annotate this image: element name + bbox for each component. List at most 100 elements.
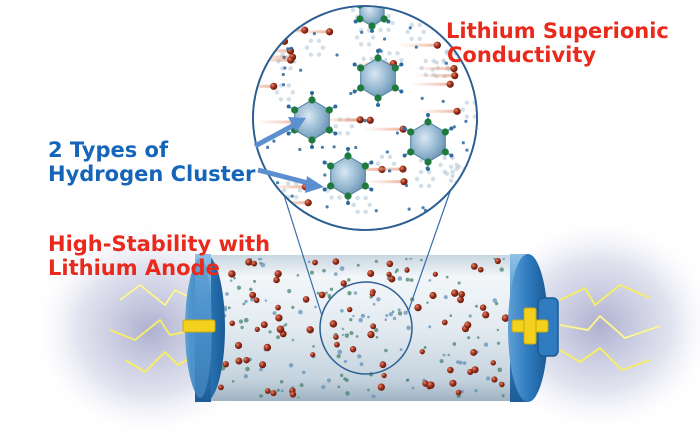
hydrogen-dot	[404, 183, 409, 188]
hydrogen-dot	[332, 145, 336, 149]
hydrogen-dot	[323, 173, 327, 177]
hydrogen-dot	[441, 99, 445, 103]
ion-trail	[253, 58, 291, 62]
electrolyte-dot	[374, 328, 379, 333]
faint-atom	[405, 29, 410, 35]
faint-atom	[288, 66, 293, 71]
lithium-ion	[455, 389, 462, 396]
faint-atom	[464, 114, 470, 119]
lithium-ion	[325, 28, 334, 36]
faint-cluster	[354, 28, 376, 47]
faint-atom	[361, 56, 366, 62]
ion-trail	[410, 82, 451, 86]
lithium-ion	[491, 376, 498, 383]
electrolyte-dot	[333, 272, 338, 276]
faint-atom	[363, 209, 368, 215]
electrolyte-dot	[316, 291, 320, 295]
electrolyte-dot	[445, 275, 449, 279]
electrolyte-dot	[468, 314, 472, 318]
faint-atom	[434, 60, 439, 65]
lithium-ion	[254, 326, 260, 332]
cluster-node	[291, 106, 299, 114]
electrolyte-dot	[496, 341, 501, 345]
electrolyte-dot	[428, 279, 432, 282]
electrolyte-dot	[297, 396, 300, 398]
cluster-node	[424, 158, 432, 166]
faint-atom	[253, 193, 254, 199]
hydrogen-dot	[385, 150, 389, 154]
lithium-ion	[414, 303, 422, 312]
electrolyte-dot	[343, 359, 348, 364]
hydrogen-dot	[289, 46, 293, 50]
faint-atom	[448, 178, 454, 183]
hydrogen-atom	[352, 89, 357, 94]
lithium-ion	[229, 320, 236, 327]
hydrogen-dot	[374, 209, 378, 213]
lithium-ion	[275, 314, 283, 322]
hydrogen-atom	[399, 89, 404, 94]
faint-atom	[438, 162, 443, 168]
hydrogen-dot	[325, 205, 329, 209]
hydrogen-dot	[299, 68, 303, 72]
faint-atom	[417, 22, 422, 28]
lithium-ion	[251, 260, 258, 267]
electrolyte-dot	[283, 324, 286, 327]
electrolyte-dot	[347, 278, 351, 282]
ion-trail	[397, 43, 438, 47]
hydrogen-dot	[259, 50, 264, 54]
hydrogen-atom	[399, 62, 404, 67]
lithium-ion	[273, 276, 280, 284]
electrolyte-dot	[409, 278, 414, 282]
electrolyte-dot	[259, 394, 263, 398]
faint-atom	[426, 183, 432, 189]
faint-atom	[355, 195, 360, 201]
faint-atom	[414, 176, 420, 182]
electrolyte-dot	[339, 266, 345, 271]
lithium-ion	[369, 291, 376, 297]
electrolyte-dot	[259, 367, 263, 372]
cluster-node	[344, 152, 352, 160]
hydrogen-atom	[333, 131, 338, 136]
lithium-ion	[419, 348, 425, 355]
electrolyte-dot	[288, 363, 294, 368]
ion-trail	[320, 118, 361, 122]
electrolyte-dot	[280, 389, 284, 393]
electrolyte-dot	[250, 297, 255, 302]
hydrogen-dot	[414, 45, 418, 49]
lithium-ion	[381, 372, 387, 379]
lithium-ion	[501, 314, 510, 322]
cluster-node	[357, 64, 365, 72]
lithium-ion	[441, 319, 448, 326]
faint-atom	[462, 180, 467, 186]
faint-atom	[354, 35, 360, 40]
lithium-ion	[433, 41, 441, 49]
hydrogen-dot	[382, 37, 387, 41]
cluster-node	[327, 182, 335, 190]
ion-trail	[253, 39, 285, 43]
electrolyte-dot	[375, 336, 379, 339]
hydrogen-dot	[407, 207, 411, 211]
electrolyte-dot	[340, 308, 344, 313]
faint-cluster	[438, 155, 459, 175]
hydrogen-atom	[376, 49, 380, 53]
electrolyte-dot	[496, 328, 500, 332]
lithium-ion	[263, 343, 272, 352]
faint-atom	[274, 90, 280, 95]
lithium-ion	[289, 391, 297, 398]
electrolyte-dot	[358, 317, 363, 323]
faint-cluster	[405, 22, 426, 42]
electrolyte-dot	[337, 385, 341, 389]
clusters-line-2: Hydrogen Cluster	[48, 162, 256, 186]
ion-trail	[413, 67, 454, 71]
faint-cluster	[351, 195, 372, 215]
superionic-line-2: Conductivity	[447, 43, 597, 67]
electrolyte-dot	[499, 267, 504, 272]
electrolyte-dot	[233, 276, 236, 280]
cluster-node	[391, 84, 399, 92]
electrolyte-dot	[229, 279, 233, 282]
cluster-node	[308, 136, 316, 144]
faint-atom	[378, 27, 383, 33]
electrolyte-dot	[458, 360, 463, 365]
electrolyte-dot	[352, 314, 355, 318]
hydrogen-atom	[369, 187, 374, 192]
